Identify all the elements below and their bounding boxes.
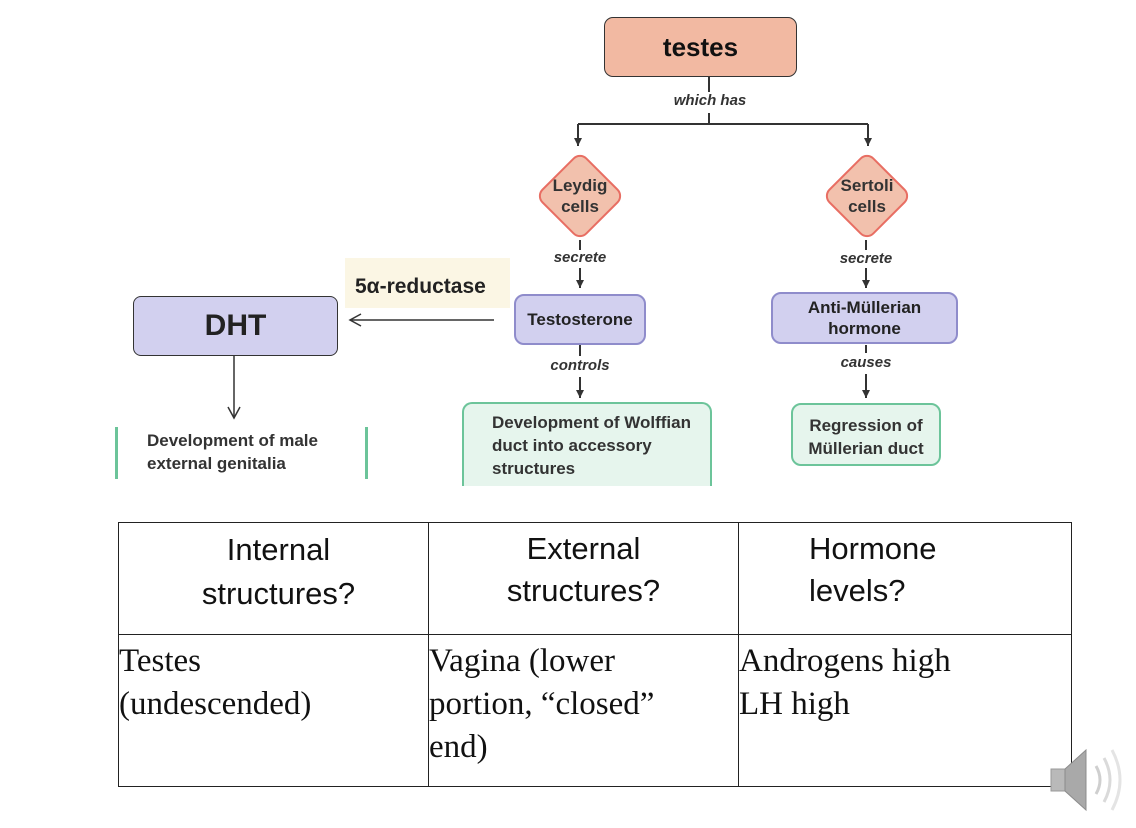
enzyme-label-bg bbox=[345, 258, 510, 308]
mullerian-label: Regression of Müllerian duct bbox=[808, 416, 924, 458]
header-external: External structures? bbox=[428, 522, 739, 635]
header-hormone: Hormone levels? bbox=[738, 522, 1072, 635]
mullerian-duct-box: Regression of Müllerian duct bbox=[791, 403, 941, 466]
external-genitalia-box: Development of male external genitalia bbox=[115, 427, 368, 479]
speaker-icon-svg bbox=[1050, 748, 1122, 812]
dht-node: DHT bbox=[133, 296, 338, 356]
header-external-label: External structures? bbox=[506, 531, 661, 608]
header-hormone-label: Hormone levels? bbox=[809, 531, 937, 608]
testes-label: testes bbox=[662, 31, 739, 62]
sertoli-secrete-label: secrete bbox=[839, 250, 893, 267]
cell-internal: Testes (undescended) bbox=[118, 634, 429, 787]
leydig-cells-label: Leydig cells bbox=[552, 176, 608, 216]
amh-node: Anti-Müllerian hormone bbox=[771, 292, 958, 344]
leydig-secrete-label: secrete bbox=[553, 249, 607, 266]
controls-label: controls bbox=[550, 357, 610, 374]
amh-label: Anti-Müllerian hormone bbox=[807, 298, 922, 338]
enzyme-label: 5α-reductase bbox=[355, 275, 486, 298]
table-row: Testes (undescended) Vagina (lower porti… bbox=[118, 634, 1072, 787]
cell-hormone: Androgens high LH high bbox=[738, 634, 1072, 787]
wolffian-label: Development of Wolffian duct into access… bbox=[492, 413, 691, 478]
cell-external-text: Vagina (lower portion, “closed” end) bbox=[429, 643, 655, 765]
header-internal: Internal structures? bbox=[118, 522, 429, 635]
cell-internal-text: Testes (undescended) bbox=[119, 643, 312, 722]
cell-external: Vagina (lower portion, “closed” end) bbox=[428, 634, 739, 787]
causes-label: causes bbox=[840, 354, 892, 371]
which-has-label: which has bbox=[673, 92, 747, 109]
table-header-row: Internal structures? External structures… bbox=[118, 522, 1072, 635]
sertoli-cells-label: Sertoli cells bbox=[840, 176, 894, 216]
sertoli-cells-node: Sertoli cells bbox=[819, 148, 915, 244]
external-genitalia-label: Development of male external genitalia bbox=[147, 431, 318, 473]
testes-node: testes bbox=[604, 17, 797, 77]
header-internal-label: Internal structures? bbox=[201, 532, 356, 611]
speaker-icon[interactable] bbox=[1048, 740, 1132, 820]
wolffian-duct-box: Development of Wolffian duct into access… bbox=[462, 402, 712, 486]
cell-hormone-text: Androgens high LH high bbox=[739, 643, 951, 722]
testosterone-label: Testosterone bbox=[527, 309, 633, 329]
testosterone-node: Testosterone bbox=[514, 294, 646, 345]
leydig-cells-node: Leydig cells bbox=[532, 148, 628, 244]
question-table: Internal structures? External structures… bbox=[118, 522, 1072, 787]
dht-label: DHT bbox=[204, 309, 267, 342]
